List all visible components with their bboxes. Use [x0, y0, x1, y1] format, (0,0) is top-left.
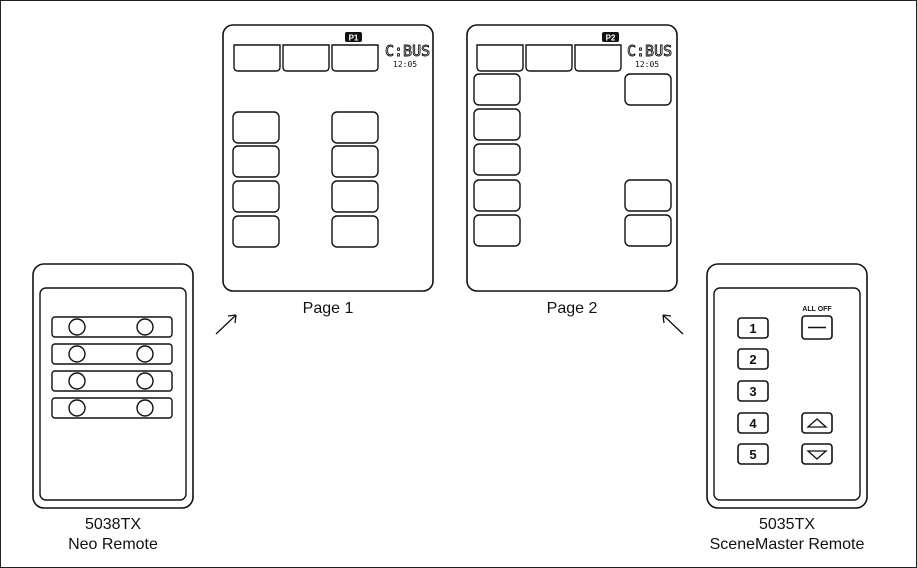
page1-screen: P1 C:BUS 12:05	[222, 24, 434, 292]
page2-badge: P2	[606, 34, 616, 43]
page1-tab-3	[331, 44, 379, 72]
scene-key-5	[737, 443, 769, 465]
scenemaster-remote-body	[706, 263, 868, 509]
scenemaster-remote-panel	[713, 287, 861, 501]
page2-scene-button	[473, 108, 521, 141]
neo-remote-rocker	[51, 316, 173, 338]
page2-scene-button	[473, 73, 521, 106]
page1-scene-button	[331, 111, 379, 144]
scene-key-4	[737, 412, 769, 434]
down-key	[801, 443, 833, 465]
neo-remote-rocker	[51, 343, 173, 365]
scene-key-1	[737, 317, 769, 339]
scene-key-3-label: 3	[749, 384, 756, 399]
scenemaster-remote-name: SceneMaster Remote	[709, 536, 865, 553]
page1-scene-button	[232, 180, 280, 213]
page2-tab-1	[476, 44, 524, 72]
page1-screen-outline	[222, 24, 434, 292]
scenemaster-remote: 1 2 3 4 5 ALL OFF	[706, 263, 868, 509]
all-off-label: ALL OFF	[802, 306, 832, 313]
page2-logo: C:BUS	[627, 42, 672, 60]
page2-screen: P2 C:BUS 12:05	[466, 24, 678, 292]
page1-badge-bg	[345, 32, 362, 42]
page1-logo: C:BUS	[385, 42, 430, 60]
page1-scene-button	[331, 145, 379, 178]
page1-scene-button	[232, 145, 280, 178]
neo-remote-model: 5038TX	[84, 516, 142, 533]
page1-scene-button	[232, 111, 280, 144]
down-arrow-icon	[806, 450, 828, 460]
page1-scene-button	[331, 215, 379, 248]
page1-time: 12:05	[393, 60, 417, 69]
scene-key-3	[737, 380, 769, 402]
page2-screen-outline	[466, 24, 678, 292]
page2-scene-button	[624, 214, 672, 247]
scene-key-4-label: 4	[749, 416, 757, 431]
neo-remote-rocker	[51, 370, 173, 392]
page2-scene-button	[473, 143, 521, 176]
page1-label: Page 1	[302, 300, 354, 317]
neo-remote-rocker	[51, 397, 173, 419]
all-off-key	[801, 315, 833, 340]
page2-scene-button	[473, 179, 521, 212]
page1-badge: P1	[349, 34, 359, 43]
scene-key-2	[737, 348, 769, 370]
page2-badge-bg	[602, 32, 619, 42]
page2-time: 12:05	[635, 60, 659, 69]
scene-key-2-label: 2	[749, 352, 756, 367]
arrow-scenemaster-to-page2	[662, 314, 684, 335]
page2-scene-button	[624, 179, 672, 212]
page2-scene-button	[624, 73, 672, 106]
page2-tab-2	[525, 44, 573, 72]
page2-label: Page 2	[546, 300, 598, 317]
neo-remote-name: Neo Remote	[68, 536, 158, 553]
page1-tab-1	[233, 44, 281, 72]
page1-scene-button	[232, 215, 280, 248]
page2-tab-3	[574, 44, 622, 72]
neo-remote-panel	[39, 287, 187, 501]
neo-remote	[32, 263, 194, 509]
up-key	[801, 412, 833, 434]
neo-remote-body	[32, 263, 194, 509]
page2-scene-button	[473, 214, 521, 247]
up-arrow-icon	[806, 418, 828, 428]
arrow-neo-to-page1	[215, 314, 237, 335]
scene-key-1-label: 1	[749, 321, 756, 336]
scenemaster-remote-model: 5035TX	[758, 516, 816, 533]
scene-key-5-label: 5	[749, 447, 756, 462]
page1-tab-2	[282, 44, 330, 72]
page1-scene-button	[331, 180, 379, 213]
